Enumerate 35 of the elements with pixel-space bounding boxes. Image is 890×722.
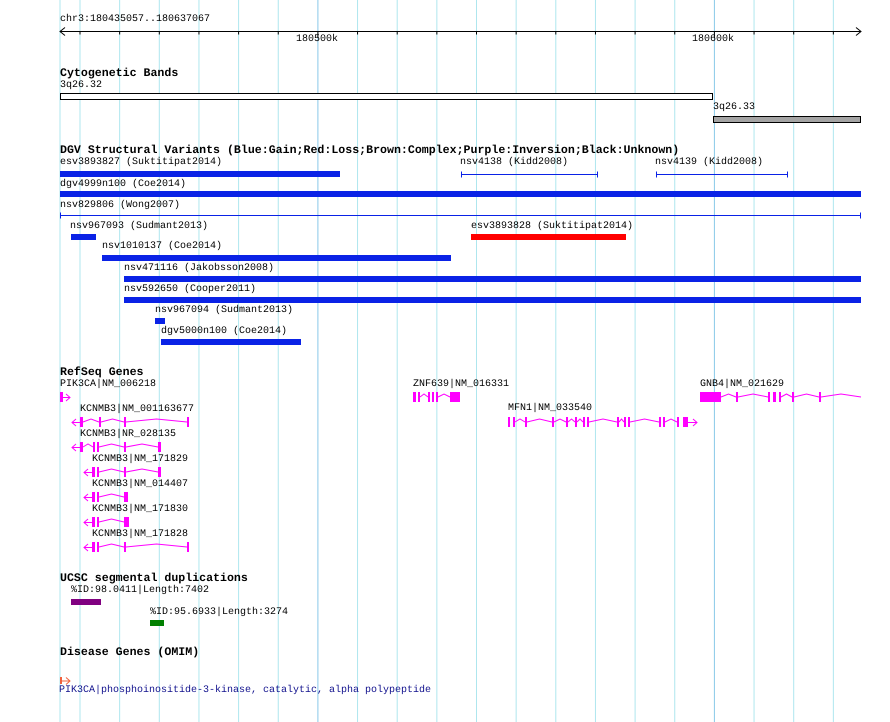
feature-label: ZNF639|NM_016331 (413, 379, 510, 391)
feature-label: %ID:98.0411|Length:7402 (71, 585, 210, 597)
feature-label: KCNMB3|NM_001163677 (80, 404, 194, 416)
feature-label: KCNMB3|NR_028135 (80, 429, 176, 441)
feature-label: nsv592650 (Cooper2011) (124, 284, 256, 296)
feature-label: 3q26.33 (713, 102, 756, 114)
axis-tick-label: 180600k (692, 34, 734, 46)
track-heading: DGV Structural Variants (Blue:Gain;Red:Loss;Brown:Complex;Purple:Inversion;Black:Unknown) (60, 144, 680, 157)
feature-label: nsv829806 (Wong2007) (60, 200, 180, 212)
feature-label: nsv471116 (Jakobsson2008) (124, 263, 274, 275)
feature-label: MFN1|NM_033540 (508, 403, 592, 415)
feature-label: KCNMB3|NM_014407 (92, 479, 188, 491)
track-heading: Cytogenetic Bands (60, 67, 178, 80)
feature-label: KCNMB3|NM_171828 (92, 529, 188, 541)
feature-label: PIK3CA|NM_006218 (60, 379, 156, 391)
feature-label: nsv4139 (Kidd2008) (655, 157, 764, 169)
axis-tick-label: 180500k (296, 34, 338, 46)
track-heading: UCSC segmental duplications (60, 572, 248, 585)
feature-label: KCNMB3|NM_171830 (92, 504, 188, 516)
coordinate-range: chr3:180435057..180637067 (60, 14, 210, 26)
feature-label: KCNMB3|NM_171829 (92, 454, 188, 466)
feature-label: esv3893827 (Suktitipat2014) (60, 157, 222, 169)
feature-label: nsv967094 (Sudmant2013) (155, 305, 294, 317)
track-heading: Disease Genes (OMIM) (60, 646, 200, 659)
feature-label: GNB4|NM_021629 (700, 379, 784, 391)
feature-label: dgv5000n100 (Coe2014) (161, 326, 288, 338)
feature-label: nsv1010137 (Coe2014) (102, 241, 222, 253)
feature-label: 3q26.32 (60, 80, 102, 92)
track-heading: RefSeq Genes (60, 366, 144, 379)
feature-label: esv3893828 (Suktitipat2014) (471, 221, 634, 233)
feature-label: %ID:95.6933|Length:3274 (150, 607, 288, 619)
feature-label: PIK3CA|phosphoinositide-3-kinase, catalytic, alpha polypeptide (59, 685, 432, 697)
feature-label: nsv967093 (Sudmant2013) (70, 221, 208, 233)
feature-label: nsv4138 (Kidd2008) (460, 157, 568, 169)
feature-label: dgv4999n100 (Coe2014) (60, 179, 186, 191)
